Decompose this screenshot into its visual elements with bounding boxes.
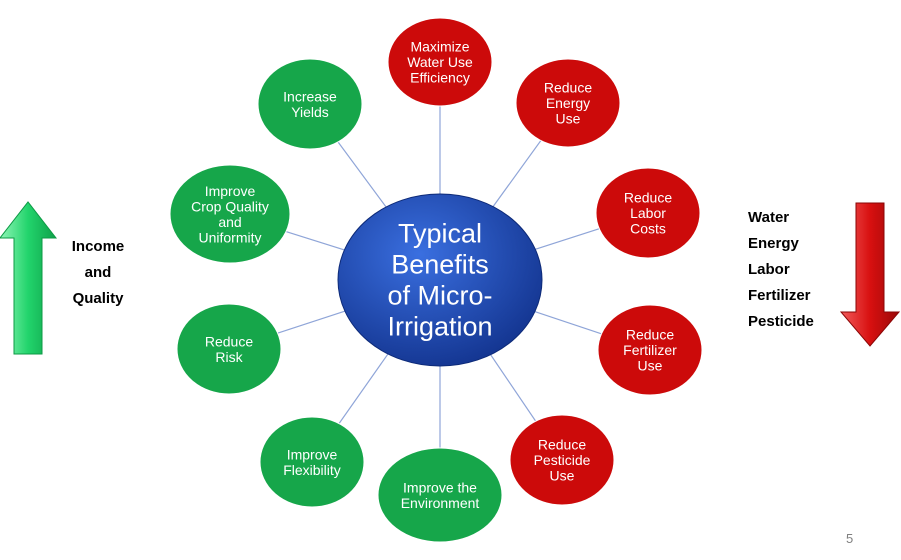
benefit-circle <box>387 17 493 107</box>
right-label-line: Labor <box>748 261 790 278</box>
left-label-line: Income <box>71 238 125 255</box>
down-arrow-icon <box>839 202 901 347</box>
benefit-circle <box>509 414 615 506</box>
right-label-line: Water <box>748 209 790 226</box>
reduced-inputs-list: Water Energy Labor Fertilizer Pesticide <box>748 205 848 335</box>
benefit-circle <box>597 304 703 396</box>
page-number: 5 <box>846 531 854 546</box>
benefit-circle <box>515 58 621 148</box>
left-label-line: Quality <box>72 290 124 307</box>
benefit-circle <box>595 167 701 259</box>
right-label-line: Pesticide <box>748 313 814 330</box>
up-arrow-icon <box>0 201 58 355</box>
benefit-circle <box>259 416 365 508</box>
left-label-line: and <box>84 264 112 281</box>
benefit-circle <box>176 303 282 395</box>
right-label-line: Energy <box>748 235 799 252</box>
benefit-circle <box>377 447 503 543</box>
benefit-circle <box>169 164 291 264</box>
right-label-line: Fertilizer <box>748 287 811 304</box>
income-quality-label: Income and Quality <box>58 234 138 312</box>
benefit-circle <box>257 58 363 150</box>
